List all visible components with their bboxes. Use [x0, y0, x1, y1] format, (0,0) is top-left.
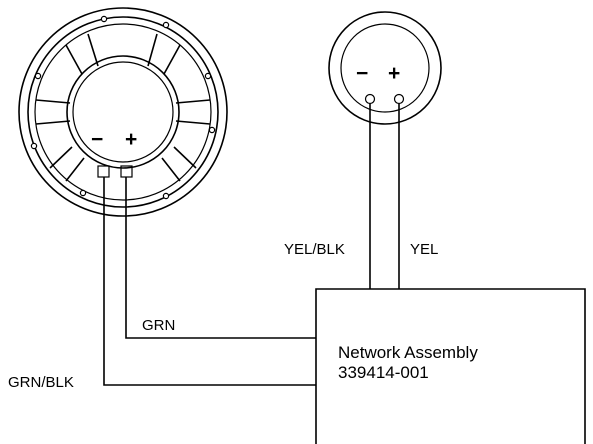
- label-grn-blk: GRN/BLK: [8, 374, 74, 391]
- tweeter-terminals: [364, 93, 405, 105]
- tweeter-speaker: − +: [328, 11, 442, 125]
- wires: [103, 104, 400, 386]
- network-name: Network Assembly: [338, 343, 478, 362]
- woofer-basket-spokes: [35, 33, 211, 182]
- woofer-speaker: − +: [18, 7, 228, 217]
- network-part-number: 339414-001: [338, 363, 429, 382]
- wire-grn-blk: [103, 177, 316, 386]
- woofer-plus-label: +: [125, 128, 137, 151]
- tweeter-plus-label: +: [388, 62, 400, 85]
- tweeter-minus-label: −: [356, 62, 368, 85]
- label-yel: YEL: [410, 241, 438, 258]
- woofer-mounting-holes: [30, 15, 216, 200]
- label-yel-blk: YEL/BLK: [284, 241, 345, 258]
- network-assembly: Network Assembly 339414-001: [315, 288, 586, 444]
- label-grn: GRN: [142, 317, 175, 334]
- woofer-minus-label: −: [91, 128, 103, 151]
- wire-grn: [125, 177, 316, 339]
